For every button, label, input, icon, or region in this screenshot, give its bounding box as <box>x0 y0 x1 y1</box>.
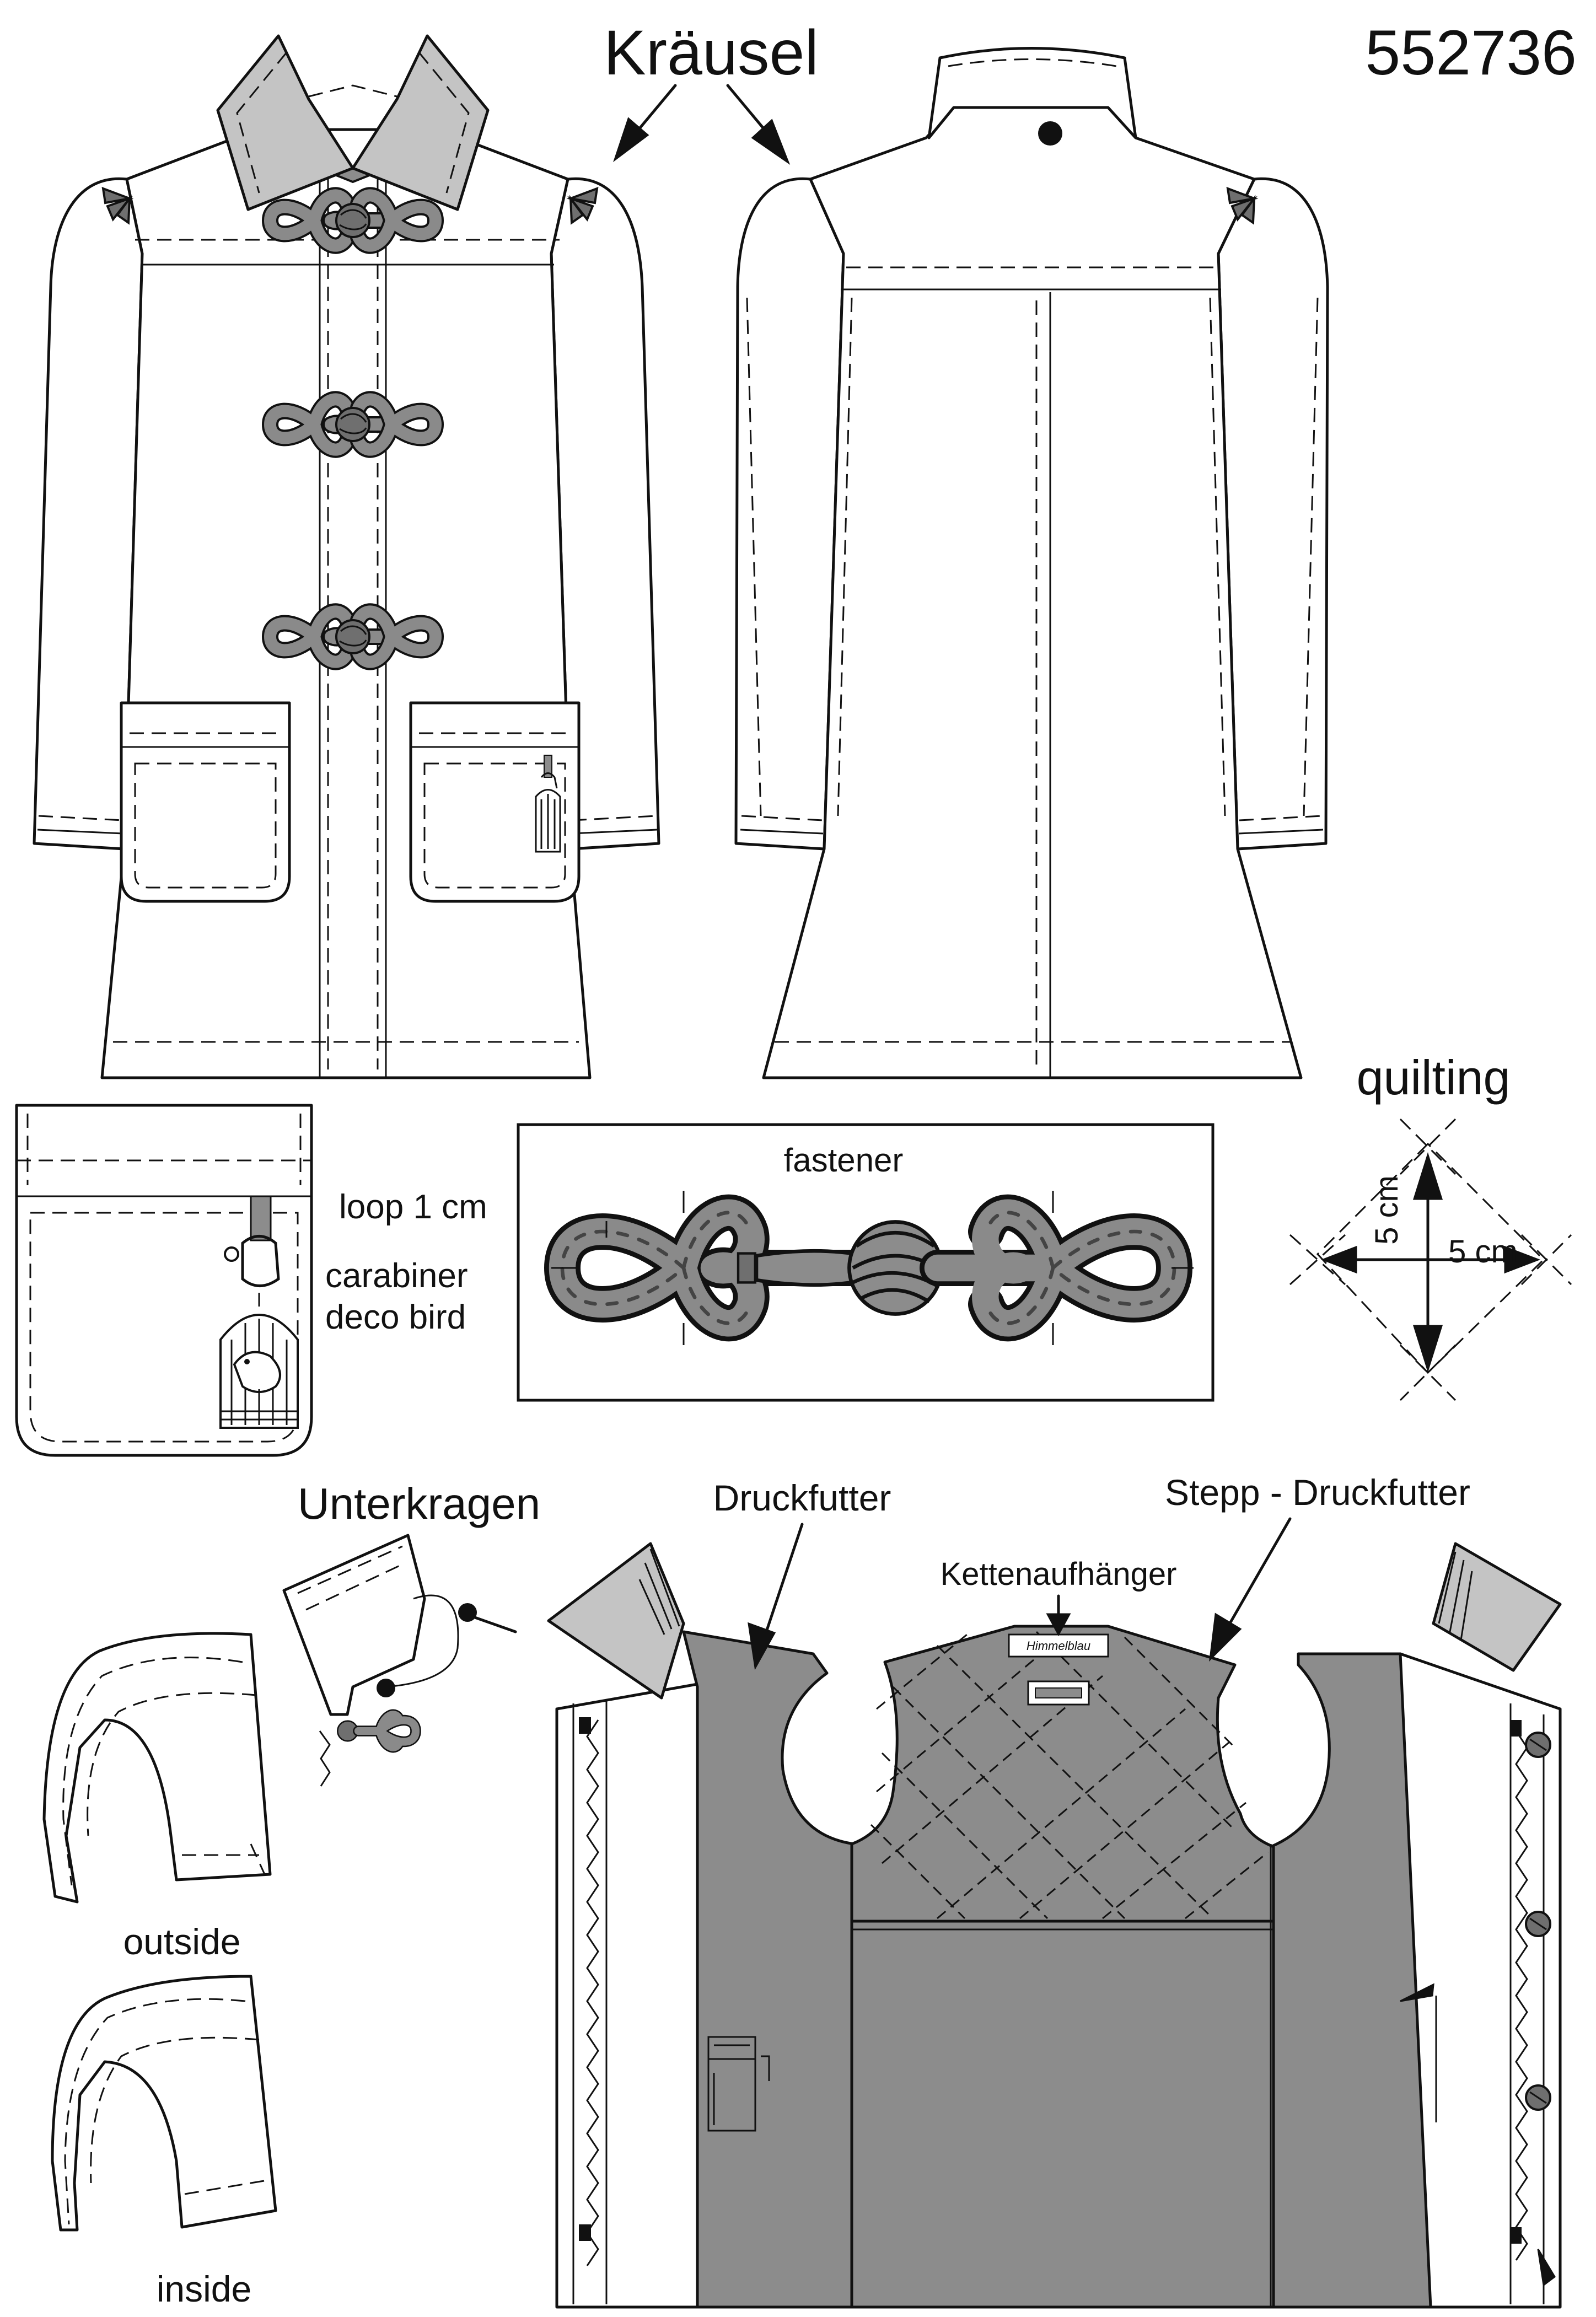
deco-bird-label: deco bird <box>325 1298 466 1336</box>
fastener-loop-half <box>544 1194 884 1342</box>
quilt-horizontal-measure: 5 cm <box>1448 1234 1518 1270</box>
undercollar-detail <box>282 1534 517 1787</box>
front-pocket-left <box>120 701 291 903</box>
arrow-kettenaufhaenger <box>1046 1594 1071 1637</box>
birdcage-charm-small <box>535 755 561 853</box>
loop-strap <box>250 1195 272 1241</box>
arrow-stepp-druckfutter <box>1208 1517 1292 1662</box>
right-shoulder-collar <box>1432 1542 1562 1672</box>
lining-right-panel <box>1269 1652 1432 2309</box>
carabiner-hook <box>224 1235 280 1287</box>
carabiner-label: carabiner <box>325 1257 467 1295</box>
quilting-diagram <box>1289 1118 1572 1401</box>
arrow-druckfutter <box>748 1523 804 1670</box>
back-hanger-dot <box>1038 121 1062 146</box>
left-shoulder-collar <box>547 1542 685 1700</box>
unterkragen-label: Unterkragen <box>298 1479 540 1528</box>
druckfutter-label: Druckfutter <box>713 1477 891 1518</box>
kraeusel-arrow-right <box>726 84 791 165</box>
collar-piece-inside <box>51 1975 277 2232</box>
button-knots-right <box>1525 1732 1551 2111</box>
back-right-sleeve <box>1217 177 1329 851</box>
chain-hanger: Himmelblau <box>1008 1633 1109 1706</box>
lining-inside-view: Himmelblau <box>547 1542 1562 2309</box>
loop-label: loop 1 cm <box>339 1188 487 1226</box>
left-zip <box>586 1719 599 2266</box>
pattern-number: 552736 <box>1365 18 1577 88</box>
quilt-stitching <box>870 1631 1269 1920</box>
hanger-tag-text: Himmelblau <box>1027 1639 1090 1653</box>
kettenaufhaenger-label: Kettenaufhänger <box>941 1556 1177 1592</box>
deco-bird-cage <box>219 1293 299 1429</box>
fastener-knot-half <box>847 1194 1193 1342</box>
coat-front-view <box>33 34 660 1079</box>
kraeusel-label: Kräusel <box>604 18 819 88</box>
back-collar <box>927 47 1137 139</box>
fastener-label: fastener <box>784 1142 904 1179</box>
inner-pocket <box>707 2036 770 2132</box>
stepp-druckfutter-label: Stepp - Druckfutter <box>1165 1472 1470 1513</box>
left-facing <box>555 1682 699 2309</box>
quilt-vertical-measure: 5 cm <box>1369 1175 1405 1245</box>
pocket-detail <box>15 1104 313 1457</box>
coat-back-view <box>734 47 1329 1079</box>
front-left-sleeve <box>33 177 144 851</box>
quilting-label: quilting <box>1357 1050 1511 1105</box>
collar-piece-outside <box>42 1632 272 1904</box>
back-left-sleeve <box>734 177 845 851</box>
right-zip <box>1515 1730 1528 2261</box>
lining-left-panel <box>682 1630 856 2309</box>
quilted-yoke <box>850 1625 1275 1923</box>
front-right-sleeve <box>550 177 660 851</box>
front-body <box>100 128 592 1079</box>
inside-label: inside <box>157 2268 251 2309</box>
outside-label: outside <box>123 1921 241 1962</box>
kraeusel-arrow-left <box>613 84 677 163</box>
